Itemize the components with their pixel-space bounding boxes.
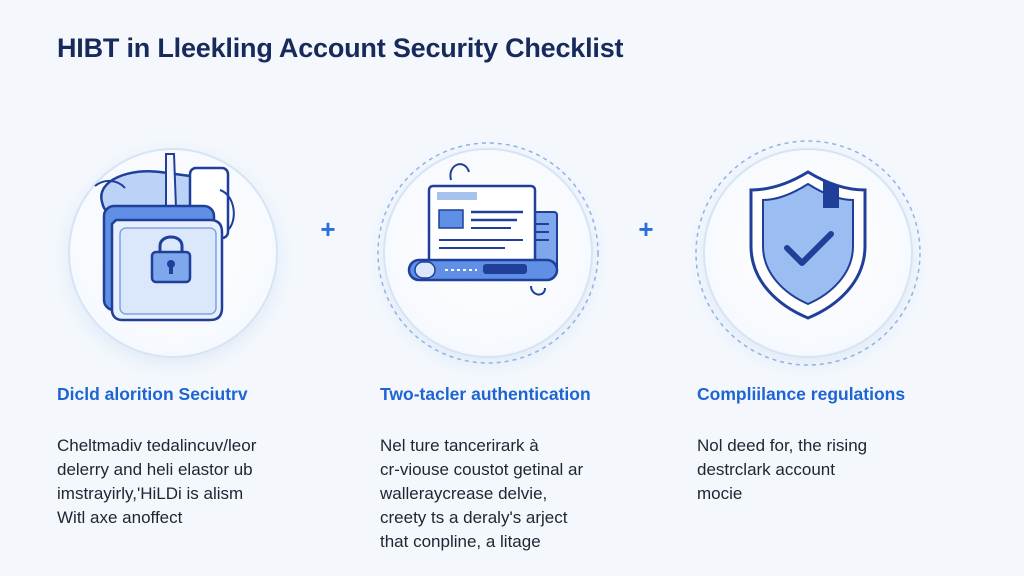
step-2-illustration bbox=[377, 142, 599, 364]
step-1-line: Cheltmadiv tedalincuv/leor bbox=[57, 436, 257, 455]
step-3-line: Nol deed for, the rising bbox=[697, 436, 868, 455]
step-1-line: imstrayirly,'HiLDi is alism bbox=[57, 484, 244, 503]
step-1-line: Witl axe anoffect bbox=[57, 508, 183, 527]
step-3-line: destrclark account bbox=[697, 460, 835, 479]
step-2-line: cr-viouse coustot getinal ar bbox=[380, 460, 584, 479]
step-1-line: delerry and heli elastor ub bbox=[57, 460, 253, 479]
step-3-line: mocie bbox=[697, 484, 743, 503]
document-card-icon bbox=[377, 142, 599, 364]
connector-plus-2: + bbox=[638, 214, 654, 244]
step-1-description: Cheltmadiv tedalincuv/leor delerry and h… bbox=[57, 434, 317, 530]
step-2-line: creety ts a deraly's arject bbox=[380, 508, 568, 527]
step-2-line: walleraycrease delvie, bbox=[380, 484, 548, 503]
lock-folder-icon bbox=[94, 153, 235, 322]
step-3-illustration bbox=[695, 140, 921, 366]
step-1-illustration bbox=[68, 148, 278, 358]
step-2-description: Nel ture tancerirark à cr-viouse coustot… bbox=[380, 434, 640, 554]
step-1-heading: Dicld alorition Seciutrv bbox=[57, 384, 248, 404]
page-title: HIBT in Lleekling Account Security Check… bbox=[57, 33, 624, 63]
step-3-heading: Compliilance regulations bbox=[697, 384, 906, 404]
step-3-description: Nol deed for, the rising destrclark acco… bbox=[697, 434, 957, 506]
connector-plus-1: + bbox=[320, 214, 336, 244]
step-2-line: that conpline, a litage bbox=[380, 532, 541, 551]
step-2-heading: Two-tacler authentication bbox=[380, 384, 591, 404]
shield-check-icon bbox=[695, 140, 921, 366]
step-2-line: Nel ture tancerirark à bbox=[380, 436, 539, 455]
